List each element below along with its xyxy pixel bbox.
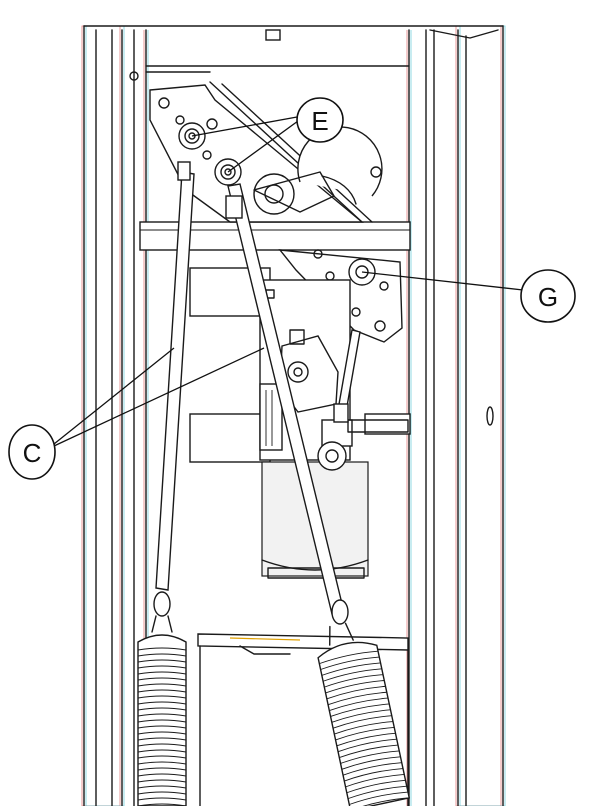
callout-c: C xyxy=(8,347,265,480)
spring-coil xyxy=(324,674,384,688)
spring-coil xyxy=(137,755,187,759)
spring-coil xyxy=(137,785,187,789)
spring-coil xyxy=(137,773,187,777)
spring-coil xyxy=(341,756,401,770)
spring-coil xyxy=(335,727,395,741)
spring-coil xyxy=(137,743,187,747)
spring-coil xyxy=(327,691,387,706)
spring-coil xyxy=(137,779,187,783)
spring-coil xyxy=(137,749,187,753)
spring-coil xyxy=(337,738,397,753)
spring-coil xyxy=(137,695,187,699)
callout-e: E xyxy=(191,97,344,173)
spring-coil xyxy=(339,744,399,758)
spring-coil xyxy=(332,715,392,729)
spring-coil xyxy=(349,791,409,805)
gusset-plate xyxy=(149,81,373,223)
mid-plates xyxy=(189,267,411,463)
label-g: G xyxy=(538,282,558,312)
spring-coil xyxy=(137,713,187,717)
spring-right xyxy=(317,622,411,806)
spring-coil xyxy=(137,767,187,771)
spring-coil xyxy=(344,768,404,782)
callout-g: G xyxy=(361,269,576,323)
spring-coil xyxy=(137,797,187,801)
rod-c-left xyxy=(153,161,195,617)
rod-c-diagonal xyxy=(225,183,349,625)
spring-coil xyxy=(137,731,187,735)
spring-coil xyxy=(347,785,407,800)
spring-left xyxy=(137,615,187,806)
spring-coil xyxy=(330,703,390,717)
spring-coil xyxy=(321,662,381,676)
label-e: E xyxy=(311,106,328,136)
spring-coil xyxy=(137,803,187,806)
spring-coil xyxy=(322,668,382,682)
spring-coil xyxy=(137,653,187,657)
spring-coil xyxy=(137,737,187,741)
spring-coil xyxy=(350,797,410,806)
spring-coil xyxy=(320,656,380,670)
spring-coil xyxy=(319,650,379,665)
spring-coil xyxy=(329,697,389,712)
spring-coil xyxy=(137,791,187,795)
spring-coil xyxy=(331,709,391,723)
spring-coil xyxy=(137,683,187,687)
spring-coil xyxy=(137,677,187,681)
spring-coil xyxy=(137,707,187,711)
spring-coil xyxy=(137,725,187,729)
spring-coil xyxy=(137,701,187,705)
spring-coil xyxy=(334,721,394,735)
spring-coil xyxy=(137,665,187,669)
spring-coil xyxy=(342,762,402,776)
link-rod xyxy=(333,329,361,423)
spring-coil xyxy=(137,689,187,693)
spring-coil xyxy=(345,773,405,788)
spring-coil xyxy=(326,685,386,700)
spring-coil xyxy=(346,779,406,794)
spring-coil xyxy=(325,680,385,694)
label-c: C xyxy=(23,438,42,468)
spring-coil xyxy=(137,659,187,663)
spring-coil xyxy=(137,647,187,651)
spring-coil xyxy=(340,750,400,764)
cabinet-frame xyxy=(83,25,504,806)
spring-coil xyxy=(137,761,187,765)
top-bracket xyxy=(129,65,410,81)
gear-motor xyxy=(279,329,409,471)
spring-coil xyxy=(137,719,187,723)
spring-coil xyxy=(336,732,396,747)
cam-wheel xyxy=(253,126,383,215)
spring-coil xyxy=(137,671,187,675)
